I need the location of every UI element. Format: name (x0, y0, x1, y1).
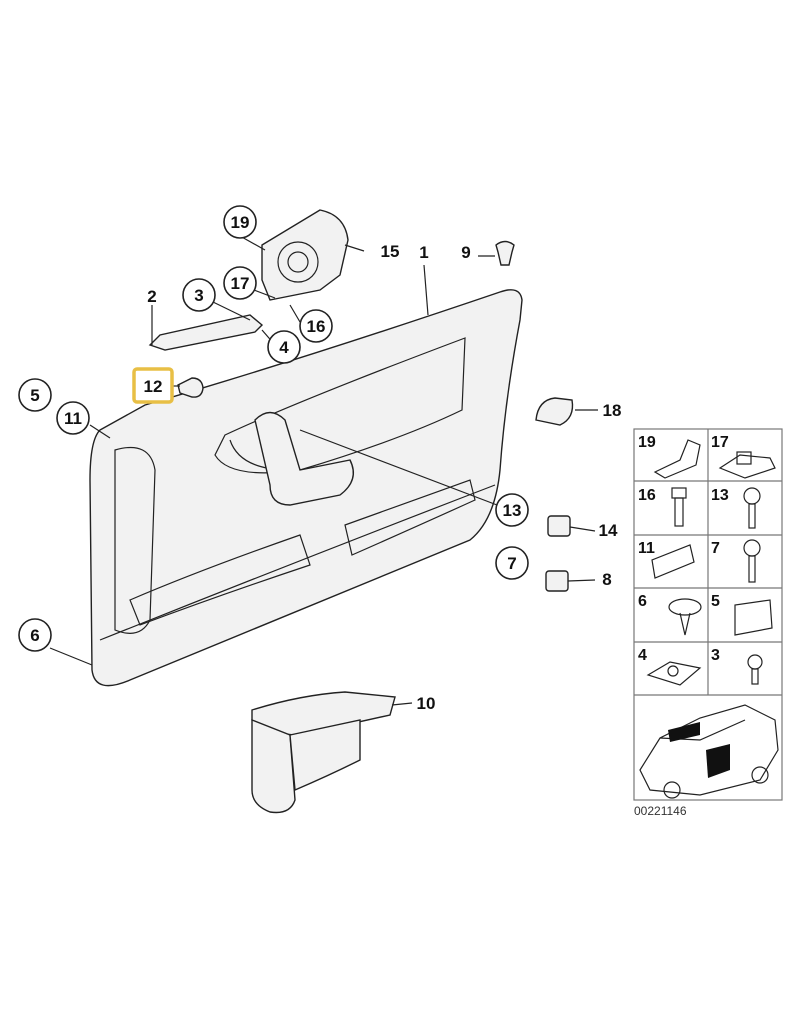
svg-text:16: 16 (307, 317, 326, 336)
label-7: 7 (495, 546, 529, 580)
svg-text:13: 13 (503, 501, 522, 520)
svg-text:12: 12 (144, 377, 163, 396)
speaker (261, 209, 349, 301)
diagram-code: 00221146 (634, 804, 687, 818)
svg-text:11: 11 (638, 540, 655, 557)
label-19: 19 (223, 205, 257, 239)
plug (177, 377, 204, 398)
label-18: 18 (603, 401, 622, 420)
svg-text:4: 4 (279, 338, 289, 357)
cover-18 (535, 397, 574, 426)
label-15: 15 (381, 242, 400, 261)
svg-text:16: 16 (638, 487, 656, 504)
svg-text:11: 11 (64, 409, 82, 428)
svg-text:17: 17 (231, 274, 250, 293)
svg-text:3: 3 (194, 286, 203, 305)
car-location-icon (639, 704, 779, 799)
svg-text:5: 5 (711, 593, 720, 610)
label-13: 13 (495, 493, 529, 527)
label-5: 5 (18, 378, 52, 412)
label-2: 2 (147, 287, 156, 306)
svg-text:4: 4 (638, 647, 647, 664)
bracket (148, 314, 264, 351)
label-16: 16 (299, 309, 333, 343)
svg-text:3: 3 (711, 647, 720, 664)
label-9: 9 (461, 243, 470, 262)
label-14: 14 (599, 521, 618, 540)
svg-text:6: 6 (638, 593, 647, 610)
label-1: 1 (419, 243, 428, 262)
parts-legend-grid: 19 17 16 13 11 7 6 5 4 3 (633, 428, 783, 801)
highlighted-label-12[interactable]: 12 (132, 367, 174, 404)
svg-text:7: 7 (507, 554, 516, 573)
svg-text:19: 19 (231, 213, 250, 232)
svg-text:5: 5 (30, 386, 39, 405)
plain-labels: 2 15 1 9 18 14 8 10 (147, 242, 621, 713)
cap-8 (545, 570, 569, 592)
svg-text:13: 13 (711, 487, 729, 504)
svg-text:17: 17 (711, 434, 729, 451)
label-10: 10 (417, 694, 436, 713)
label-8: 8 (602, 570, 611, 589)
circled-labels: 19 3 17 16 4 5 11 13 7 6 (18, 205, 529, 652)
label-4: 4 (267, 330, 301, 364)
clip (495, 240, 515, 266)
leader-lines (49, 235, 598, 706)
svg-text:6: 6 (30, 626, 39, 645)
cap-14 (547, 515, 571, 537)
svg-text:7: 7 (711, 540, 720, 557)
door-trim-panel (89, 289, 523, 687)
label-3: 3 (182, 278, 216, 312)
label-17: 17 (223, 266, 257, 300)
label-11: 11 (56, 401, 90, 435)
label-6: 6 (18, 618, 52, 652)
armrest (251, 691, 396, 814)
svg-text:19: 19 (638, 434, 656, 451)
